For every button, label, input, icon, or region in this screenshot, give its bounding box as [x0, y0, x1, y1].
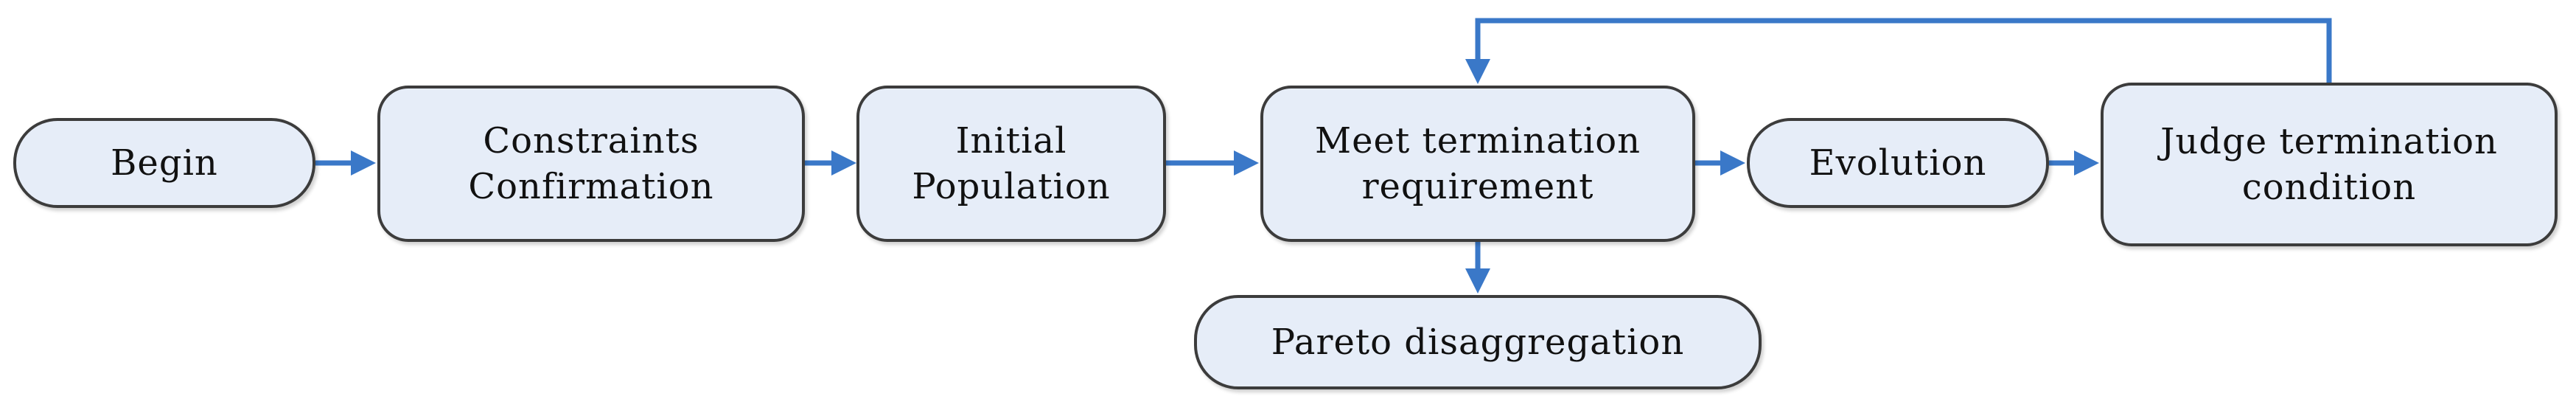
meet-termination-requirement-node: Meet termination requirement	[1260, 86, 1695, 242]
constraints-confirmation-label: Constraints Confirmation	[468, 119, 714, 207]
begin-label: Begin	[111, 142, 218, 184]
evolution-node: Evolution	[1747, 118, 2049, 208]
initial-population-label: Initial Population	[912, 119, 1111, 207]
arrowhead-judge-loop-to-meet	[1465, 59, 1490, 84]
arrowhead-constraints-to-initial	[831, 150, 856, 176]
evolution-label: Evolution	[1809, 142, 1987, 184]
pareto-disaggregation-label: Pareto disaggregation	[1271, 321, 1685, 363]
initial-population-node: Initial Population	[856, 86, 1166, 242]
constraints-confirmation-node: Constraints Confirmation	[377, 86, 805, 242]
arrowhead-begin-to-constraints	[351, 150, 376, 176]
judge-termination-condition-node: Judge termination condition	[2101, 83, 2558, 246]
arrowhead-evolution-to-judge	[2074, 150, 2099, 176]
arrow-judge-loop-to-meet	[1475, 18, 2332, 83]
meet-termination-requirement-label: Meet termination requirement	[1315, 119, 1641, 207]
begin-node: Begin	[13, 118, 315, 208]
pareto-disaggregation-node: Pareto disaggregation	[1194, 295, 1762, 389]
judge-termination-condition-label: Judge termination condition	[2160, 120, 2498, 208]
arrowhead-meet-to-pareto	[1465, 268, 1490, 294]
arrowhead-initial-to-meet	[1234, 150, 1259, 176]
arrowhead-meet-to-evolution	[1720, 150, 1745, 176]
